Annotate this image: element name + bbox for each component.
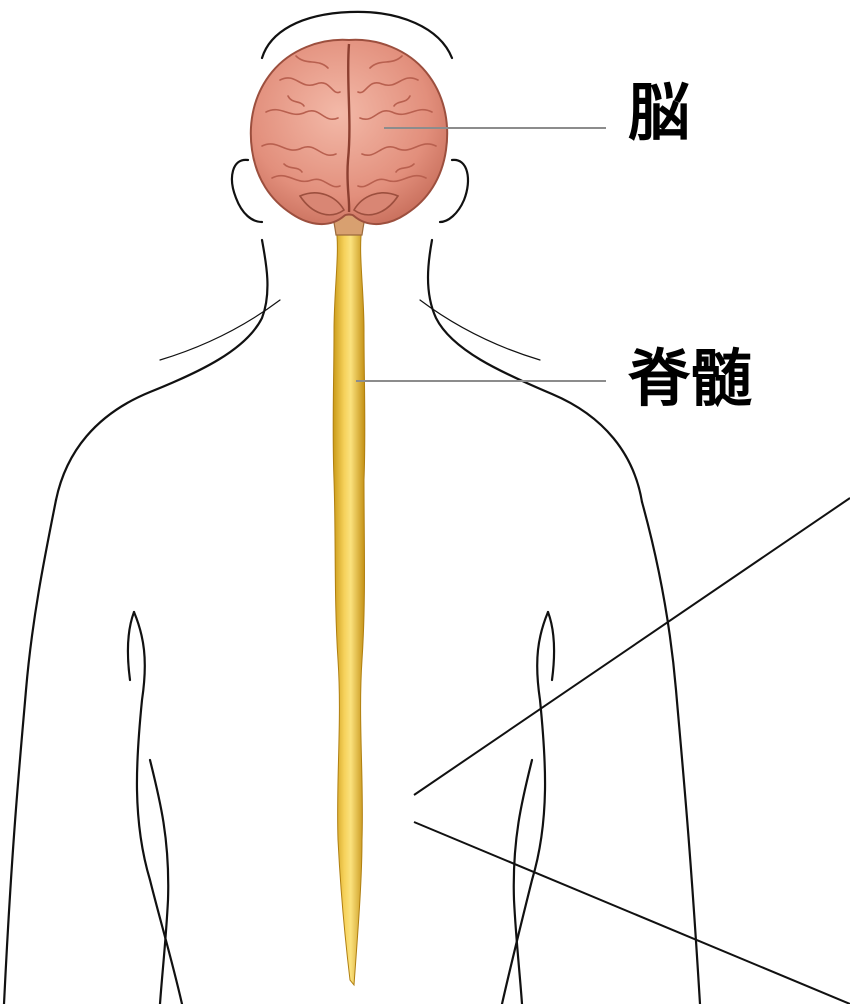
brain-label: 脳 (628, 82, 690, 144)
zoom-pointer-lines (414, 498, 850, 1004)
spinal-cord (333, 228, 365, 985)
brain (251, 40, 447, 224)
spinal-cord-label: 脊髄 (628, 348, 752, 410)
